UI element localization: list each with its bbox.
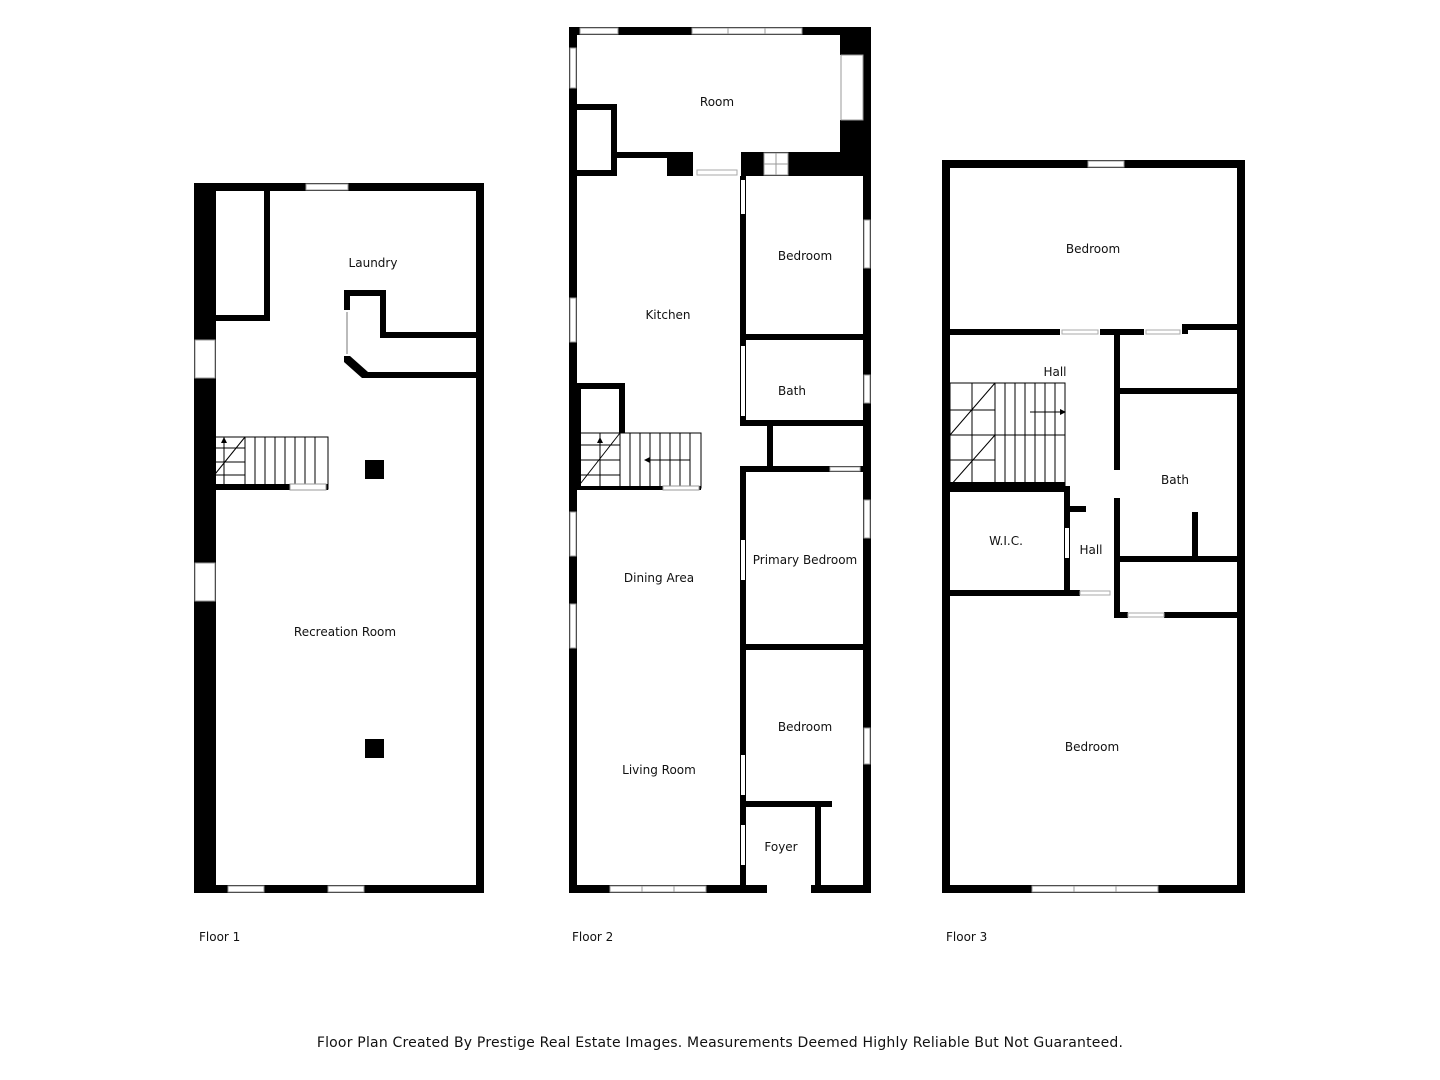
floor-2-label: Floor 2 xyxy=(572,930,613,944)
room-label-room: Room xyxy=(700,95,734,109)
room-label-dining-area: Dining Area xyxy=(624,571,694,585)
room-label-wic: W.I.C. xyxy=(989,534,1023,548)
room-label-bath-2: Bath xyxy=(778,384,806,398)
room-label-hall-3b: Hall xyxy=(1079,543,1102,557)
room-label-bedroom-2b: Bedroom xyxy=(778,720,832,734)
floor-3-stairs xyxy=(949,382,1066,487)
room-label-bedroom-3b: Bedroom xyxy=(1065,740,1119,754)
floor-3-label: Floor 3 xyxy=(946,930,987,944)
floor-2-plan xyxy=(569,27,871,893)
room-label-bedroom-2a: Bedroom xyxy=(778,249,832,263)
room-label-hall-3a: Hall xyxy=(1043,365,1066,379)
room-label-bath-3: Bath xyxy=(1161,473,1189,487)
floor-2-stairs xyxy=(576,383,702,491)
floor-1-label: Floor 1 xyxy=(199,930,240,944)
room-label-kitchen: Kitchen xyxy=(645,308,690,322)
room-label-bedroom-3a: Bedroom xyxy=(1066,242,1120,256)
room-label-laundry: Laundry xyxy=(349,256,398,270)
room-label-living-room: Living Room xyxy=(622,763,696,777)
footer-disclaimer: Floor Plan Created By Prestige Real Esta… xyxy=(317,1035,1123,1051)
floor-1-plan xyxy=(194,183,484,893)
floor-1-stairs xyxy=(202,436,329,491)
room-label-foyer: Foyer xyxy=(764,840,797,854)
room-label-primary-bedroom: Primary Bedroom xyxy=(753,553,857,567)
floor-3-plan xyxy=(942,160,1245,893)
room-label-recreation-room: Recreation Room xyxy=(294,625,396,639)
